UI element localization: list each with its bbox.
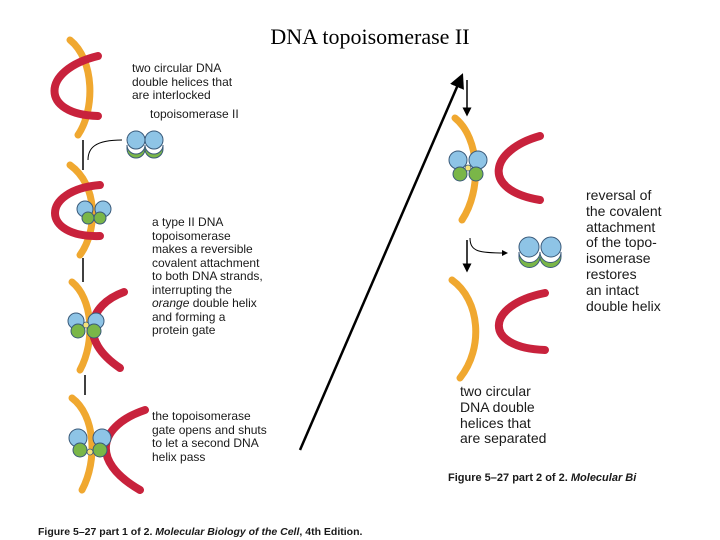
orange-dna-separated [448, 276, 480, 382]
label-type2-line1: a type II DNA topoisomerase makes a reve… [152, 215, 263, 297]
panel-pass [68, 394, 149, 494]
panel-gate [67, 278, 128, 374]
label-gate: the topoisomerase gate opens and shuts t… [152, 409, 267, 464]
label-interlocked: two circular DNA double helices that are… [132, 61, 233, 102]
label-type2-line3: and forming a protein gate [152, 309, 226, 337]
orange-dna-strand [66, 36, 94, 139]
topoisomerase-protein [126, 130, 164, 159]
released-topoisomerase [518, 236, 562, 268]
panel-attached [51, 161, 112, 259]
caption-part1-suffix: , 4th Edition. [299, 526, 363, 538]
caption-part1: Figure 5–27 part 1 of 2. Molecular Biolo… [38, 526, 362, 538]
panel-right-attached [448, 114, 544, 224]
red-dna-strand [50, 52, 102, 120]
slide-title: DNA topoisomerase II [270, 24, 470, 49]
bind-arrow [87, 139, 123, 161]
label-reversal: reversal of the covalent attachment of t… [586, 187, 662, 314]
caption-part2: Figure 5–27 part 2 of 2. Molecular Bi [448, 472, 636, 484]
release-arrow [469, 237, 508, 256]
caption-part1-prefix: Figure 5–27 part 1 of 2. [38, 526, 156, 538]
panel-separated [448, 276, 549, 382]
label-type2: a type II DNA topoisomerase makes a reve… [152, 215, 263, 338]
label-type2-orange: orange [152, 296, 190, 310]
label-type2-helix: double helix [189, 296, 257, 310]
red-dna-separated [495, 289, 549, 354]
connector-arrow [298, 73, 464, 451]
label-topoisomerase: topoisomerase II [150, 107, 239, 121]
label-separated: two circular DNA double helices that are… [460, 383, 547, 447]
caption-part2-prefix: Figure 5–27 part 2 of 2. [448, 472, 571, 484]
panel-interlocked [50, 36, 102, 139]
caption-part2-book: Molecular Bi [570, 472, 637, 484]
caption-part1-book: Molecular Biology of the Cell [155, 526, 300, 538]
